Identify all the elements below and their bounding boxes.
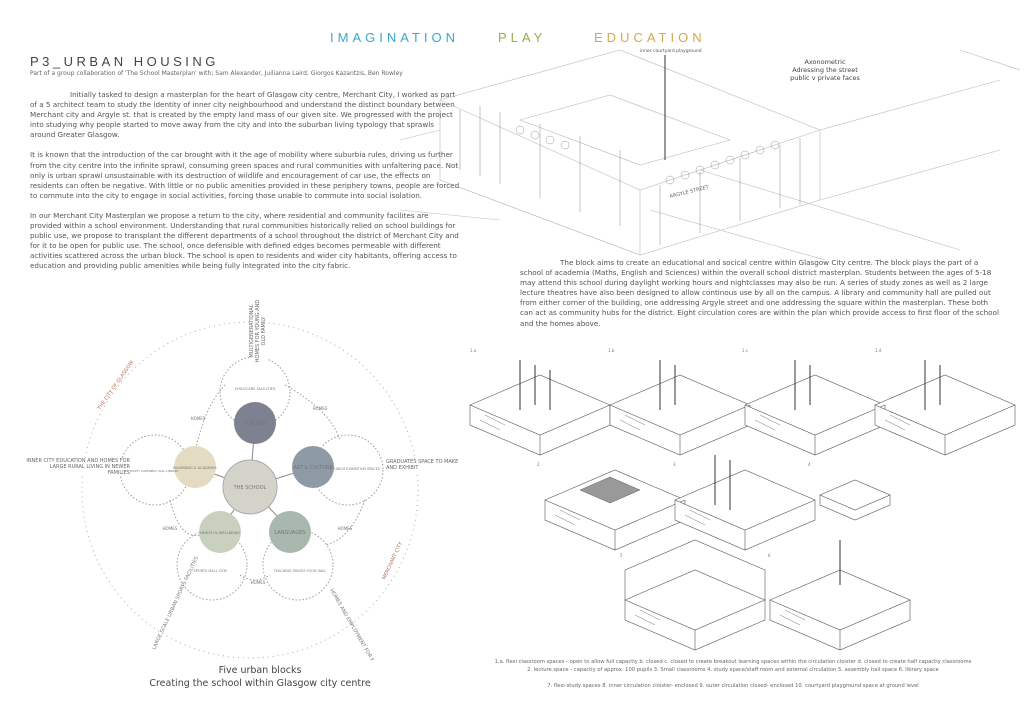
paragraph: In our Merchant City Masterplan we propo… bbox=[30, 210, 459, 271]
study-3 bbox=[674, 455, 816, 551]
header-imagination: IMAGINATION bbox=[330, 30, 459, 45]
satellite-label: CHILDCARE FACILITIES bbox=[235, 387, 276, 391]
study-number: 3 bbox=[673, 462, 676, 467]
node-label: HEALTH & WELLBEING bbox=[200, 531, 240, 535]
study-number: 1.b bbox=[608, 348, 615, 353]
courtyard-label: inner courtyard playground bbox=[640, 49, 702, 54]
art-culture-node bbox=[292, 446, 334, 488]
link-label: HOMES bbox=[163, 526, 178, 531]
caption-line: public v private faces bbox=[790, 74, 860, 82]
study-1a bbox=[469, 360, 611, 456]
bubble-diagram: THE SCHOOL NURSERY ART & CULTURE LANGUAG… bbox=[81, 321, 419, 660]
study-1d bbox=[874, 360, 1016, 456]
caption-line: Creating the school within Glasgow city … bbox=[149, 678, 371, 689]
school-node bbox=[222, 459, 278, 515]
outer-label: HOMES AND EMPLOYMENT FOR REFUGEES bbox=[328, 588, 387, 660]
collaboration-credit: Part of a group collaboration of 'The Sc… bbox=[30, 70, 403, 77]
study-2 bbox=[544, 469, 686, 551]
study-number: 6 bbox=[768, 553, 771, 558]
diagram-caption: Five urban blocks Creating the school wi… bbox=[140, 664, 380, 690]
link-label: HOMES bbox=[251, 580, 266, 585]
paragraph: It is known that the introduction of the… bbox=[30, 150, 460, 200]
study-number: 5 bbox=[620, 553, 623, 558]
outer-label-multigenerational-homes: MULTIGENERATIONAL HOMES FOR YOUNG AND OL… bbox=[249, 297, 267, 365]
link-label: HOMES bbox=[191, 416, 206, 421]
node-label: ART & CULTURE bbox=[293, 465, 332, 471]
outer-label-graduates-space: GRADUATES SPACE TO MAKE AND EXHIBIT bbox=[386, 459, 466, 471]
node-label: NURSERY bbox=[243, 421, 267, 427]
study-1b bbox=[609, 360, 751, 456]
satellite-label: SPORTS HALL GYM bbox=[193, 569, 226, 573]
study-6 bbox=[769, 540, 911, 651]
ring-label: THE CITY OF GLASGOW bbox=[96, 360, 135, 412]
boarding-node bbox=[174, 446, 216, 488]
street-label: ARGYLE STREET bbox=[669, 184, 710, 200]
outer-label: LARGE SCALE URBAN SPORTS FACILITIES bbox=[151, 556, 200, 651]
outer-ring bbox=[81, 321, 419, 659]
study-drawings bbox=[469, 360, 1016, 651]
study-number: 1.a bbox=[470, 348, 477, 353]
node-label: BOARDING & ACADEMIA bbox=[173, 466, 217, 470]
page-title: P3_URBAN HOUSING bbox=[30, 54, 219, 69]
study-number: 1.d bbox=[875, 348, 882, 353]
satellite-label: STUDIOS EXHIBITION SPACES bbox=[330, 467, 380, 471]
languages-node bbox=[269, 511, 311, 553]
study-5 bbox=[624, 539, 766, 651]
axonometric-caption: Axonometric Adressing the street public … bbox=[770, 58, 880, 82]
study-number: 2 bbox=[537, 462, 540, 467]
legend-line: 2. lecture space - capactiy of approx. 1… bbox=[527, 667, 939, 673]
link-label: HOMES bbox=[338, 526, 353, 531]
caption-line: Axonometric bbox=[804, 58, 846, 66]
header-education: EDUCATION bbox=[594, 30, 706, 45]
study-1c bbox=[744, 360, 886, 456]
paragraph: Initially tasked to design a masterplan … bbox=[30, 90, 456, 140]
caption-line: Five urban blocks bbox=[218, 665, 302, 676]
outer-label-inner-city-education: INNER CITY EDUCATION AND HOMES FOR LARGE… bbox=[26, 458, 130, 476]
intro-text: Initially tasked to design a masterplan … bbox=[30, 90, 460, 282]
block-description: The block aims to create an educational … bbox=[520, 258, 1000, 339]
health-node bbox=[199, 511, 241, 553]
legend-line: 1.a. flexi classroom spaces - open to al… bbox=[494, 659, 972, 665]
legend-line: 7. flexi-study spaces 8. inner circulati… bbox=[547, 683, 919, 689]
satellite-label: TEACHING SPACES FOOD HALL bbox=[273, 569, 326, 573]
paragraph: The block aims to create an educational … bbox=[520, 258, 999, 328]
node-label: LANGUAGES bbox=[274, 530, 305, 536]
satellite-label: COMMUNITY ASSEMBLY HALL LIBRARY bbox=[122, 469, 179, 473]
study-number: 4 bbox=[808, 462, 811, 467]
study-4 bbox=[819, 479, 891, 521]
study-number: 1.c bbox=[742, 348, 749, 353]
legend: 1.a. flexi classroom spaces - open to al… bbox=[438, 658, 1024, 690]
ring-label: MERCHANT CITY bbox=[381, 540, 404, 580]
node-label: THE SCHOOL bbox=[233, 485, 267, 491]
header-play: PLAY bbox=[498, 30, 547, 45]
nursery-node bbox=[234, 402, 276, 444]
link-label: HOMES bbox=[313, 406, 328, 411]
axonometric-drawing: ARGYLE STREET bbox=[400, 49, 1020, 260]
caption-line: Adressing the street bbox=[792, 66, 858, 74]
